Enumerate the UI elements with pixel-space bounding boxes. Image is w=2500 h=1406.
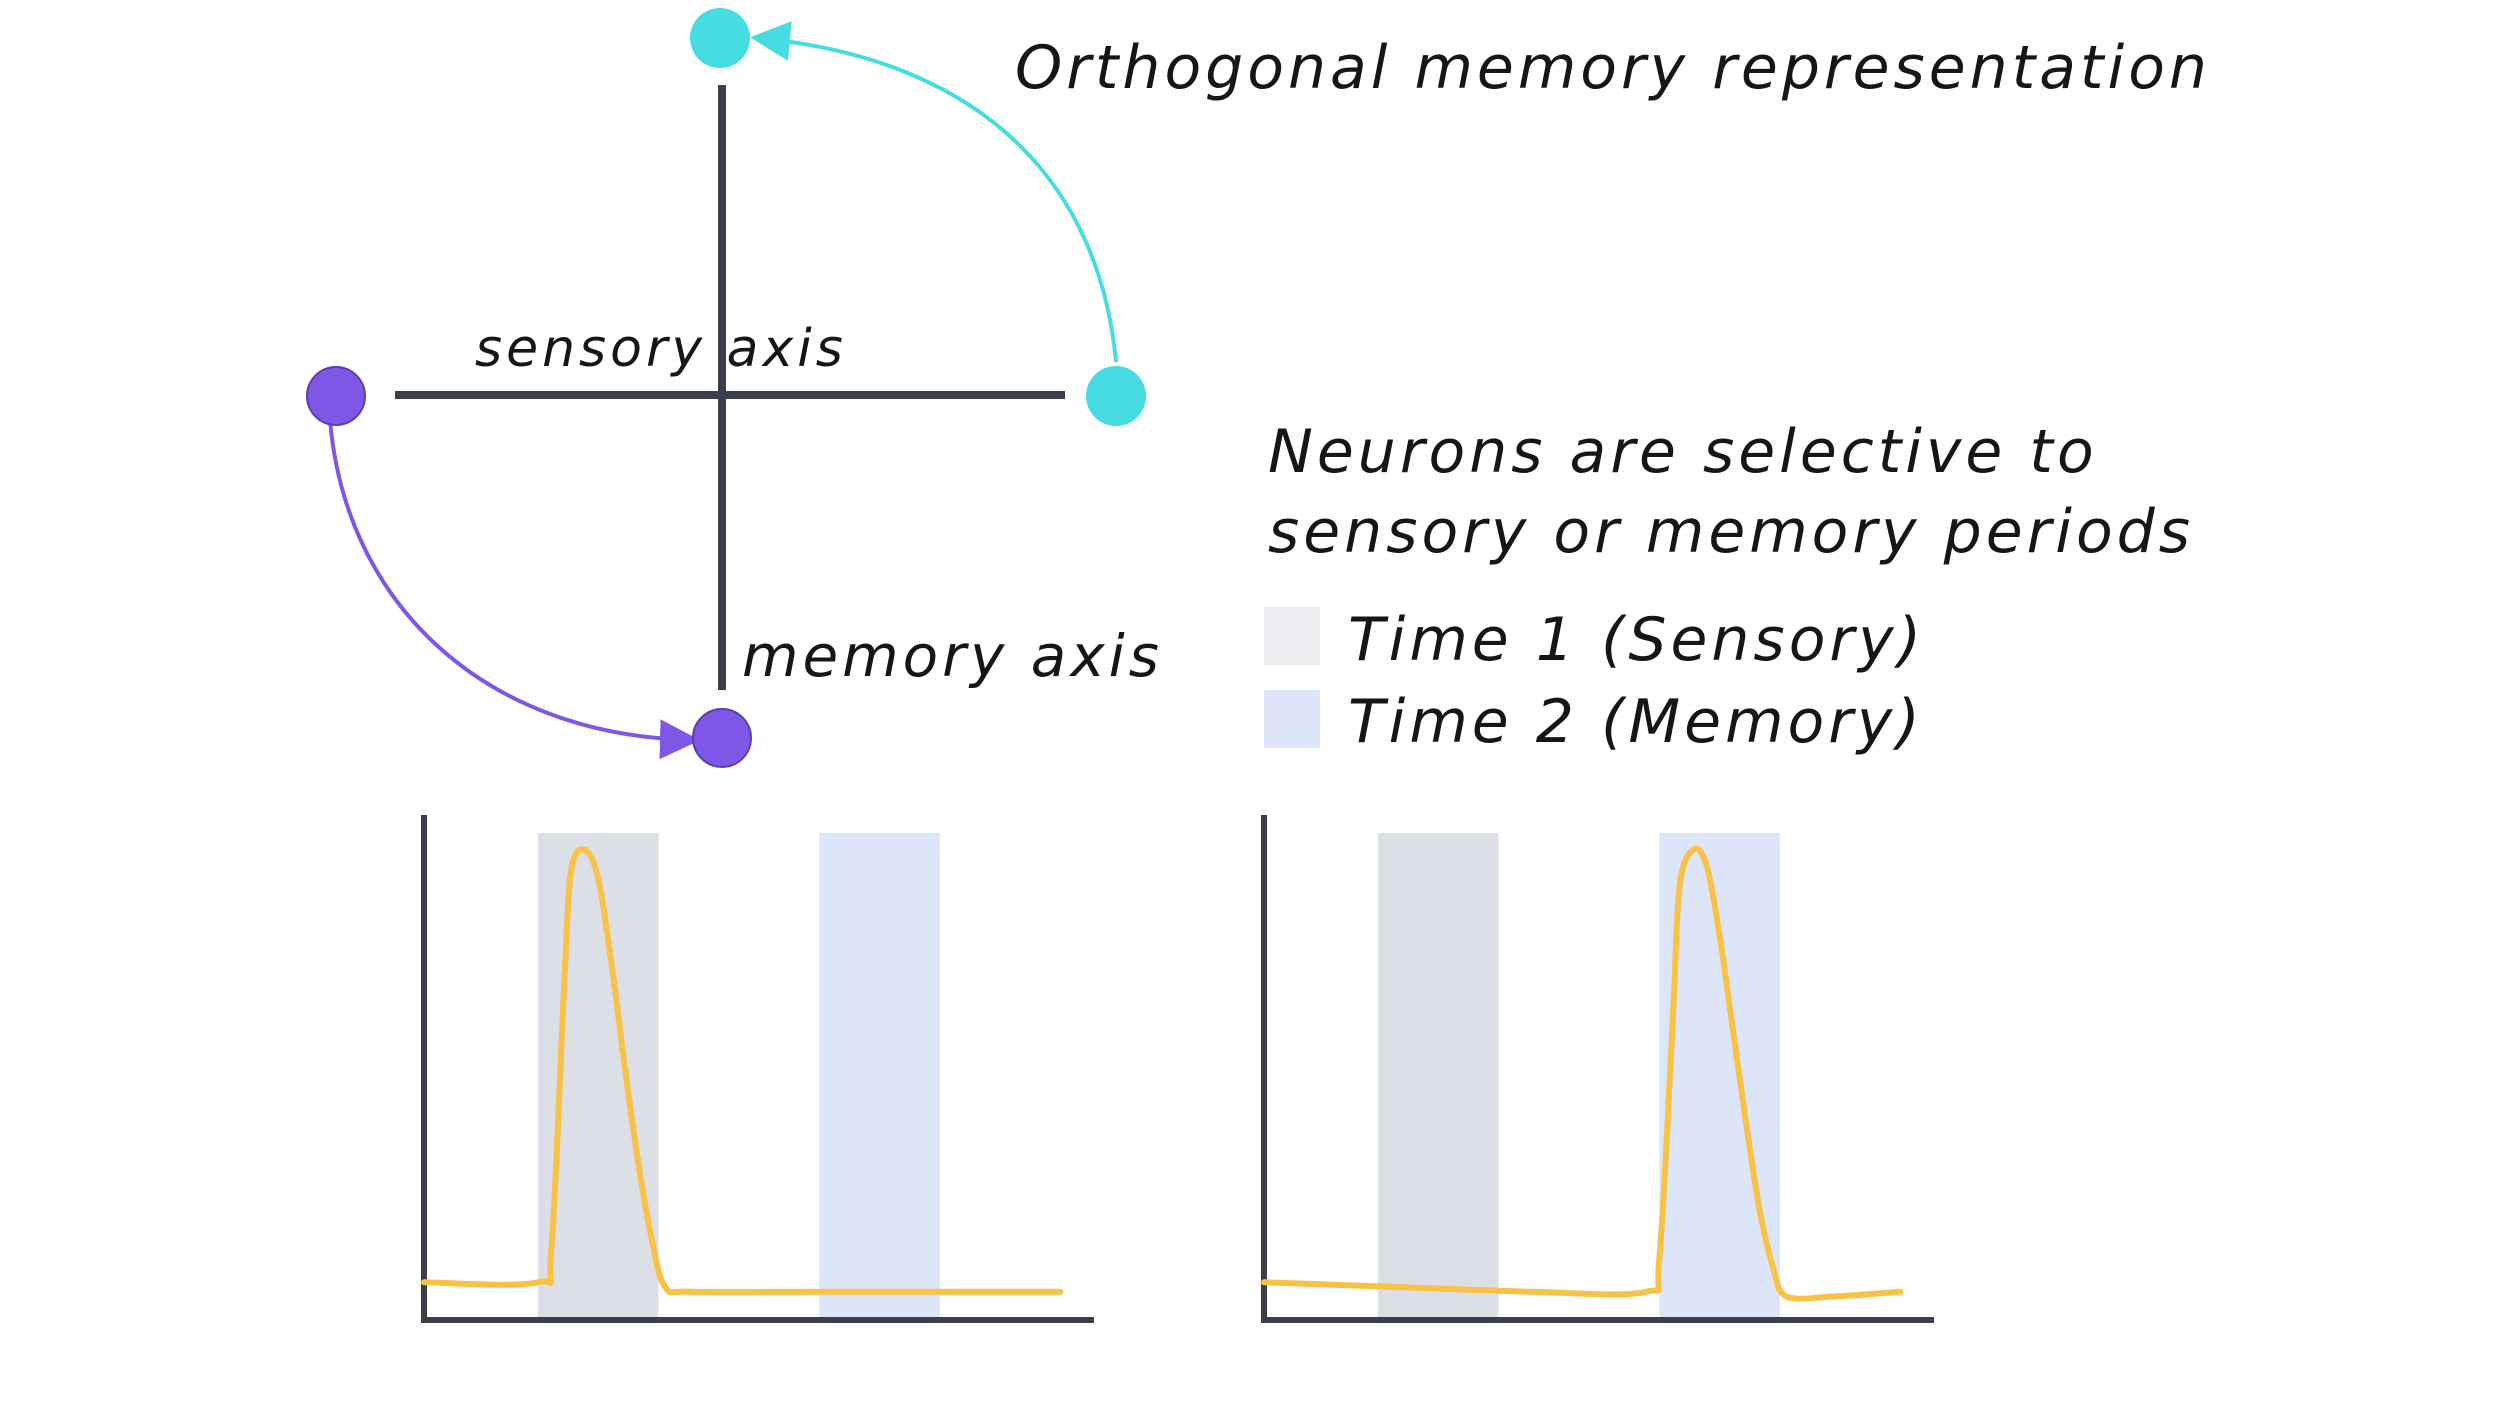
legend-label-time1: Time 1 (Sensory) <box>1348 605 1925 675</box>
firing-rate-trace <box>421 846 1064 1296</box>
sensory-axis-label: sensory axis <box>475 319 847 379</box>
legend-heading-line2: sensory or memory periods <box>1268 497 2194 567</box>
figure-title: Orthogonal memory representation <box>1015 33 2211 103</box>
cyan-dot-memory <box>690 8 750 68</box>
cyan-dot-sensory <box>1086 366 1146 426</box>
firing-rate-trace <box>1261 845 1904 1302</box>
period-band-1 <box>537 833 659 1320</box>
purple-dot-memory <box>692 708 752 768</box>
plot-memory-neuron <box>1261 815 1934 1323</box>
sensory-transform-arrow <box>750 21 1118 363</box>
plot-sensory-neuron <box>421 815 1094 1323</box>
legend: Neurons are selective to sensory or memo… <box>1264 417 2194 757</box>
purple-dot-sensory <box>306 366 366 426</box>
period-band-2 <box>819 833 940 1320</box>
period-band-1 <box>1377 833 1499 1320</box>
legend-heading-line1: Neurons are selective to <box>1268 417 2098 487</box>
memory-transform-arrow <box>328 419 700 760</box>
legend-label-time2: Time 2 (Memory) <box>1348 687 1924 757</box>
axes-diagram: sensory axis memory axis <box>306 8 1163 768</box>
legend-swatch-time1 <box>1264 607 1320 665</box>
memory-axis-label: memory axis <box>742 622 1163 690</box>
legend-swatch-time2 <box>1264 690 1320 748</box>
